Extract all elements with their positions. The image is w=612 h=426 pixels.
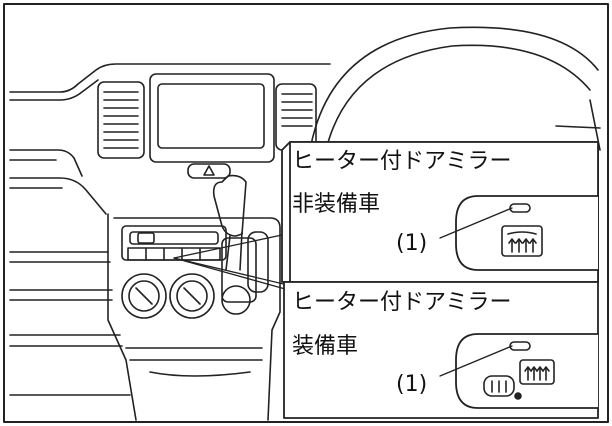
switch-panel-1 xyxy=(439,195,599,271)
center-display xyxy=(149,73,275,163)
mirror-heater-icon xyxy=(483,375,522,400)
shift-lever xyxy=(212,174,269,303)
rear-defogger-icon xyxy=(501,225,543,257)
left-air-vent xyxy=(97,81,145,159)
hazard-button xyxy=(187,163,231,179)
rear-defogger-icon-2 xyxy=(519,359,555,385)
steering-wheel xyxy=(309,26,601,151)
callout-leaders xyxy=(173,231,297,293)
right-air-vent xyxy=(275,83,317,151)
callout-2-marker: (1) xyxy=(396,372,428,397)
callout-1-subtitle: 非装備車 xyxy=(292,192,381,217)
hvac-dials xyxy=(121,273,251,319)
lower-console xyxy=(125,347,263,377)
callout-2-subtitle: 装備車 xyxy=(292,334,359,359)
switch-panel-2 xyxy=(439,333,599,409)
hvac-panel xyxy=(107,213,281,421)
callout-1-marker: (1) xyxy=(396,231,428,256)
callout-2-title: ヒーター付ドアミラー xyxy=(292,290,512,315)
outer-border xyxy=(3,3,609,423)
callout-1-title: ヒーター付ドアミラー xyxy=(292,149,512,174)
dashboard-outline xyxy=(9,63,331,396)
